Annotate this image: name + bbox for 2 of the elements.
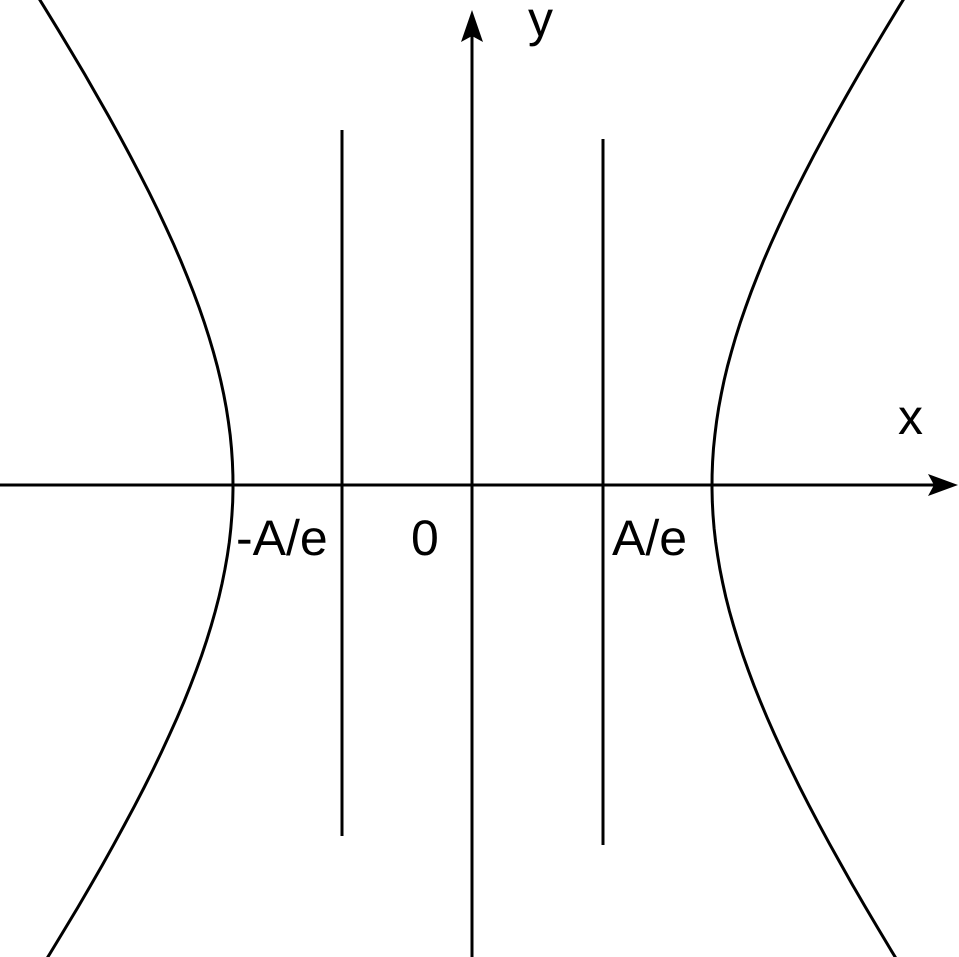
tick-label: -A/e <box>236 513 328 563</box>
tick-label: A/e <box>612 513 688 563</box>
